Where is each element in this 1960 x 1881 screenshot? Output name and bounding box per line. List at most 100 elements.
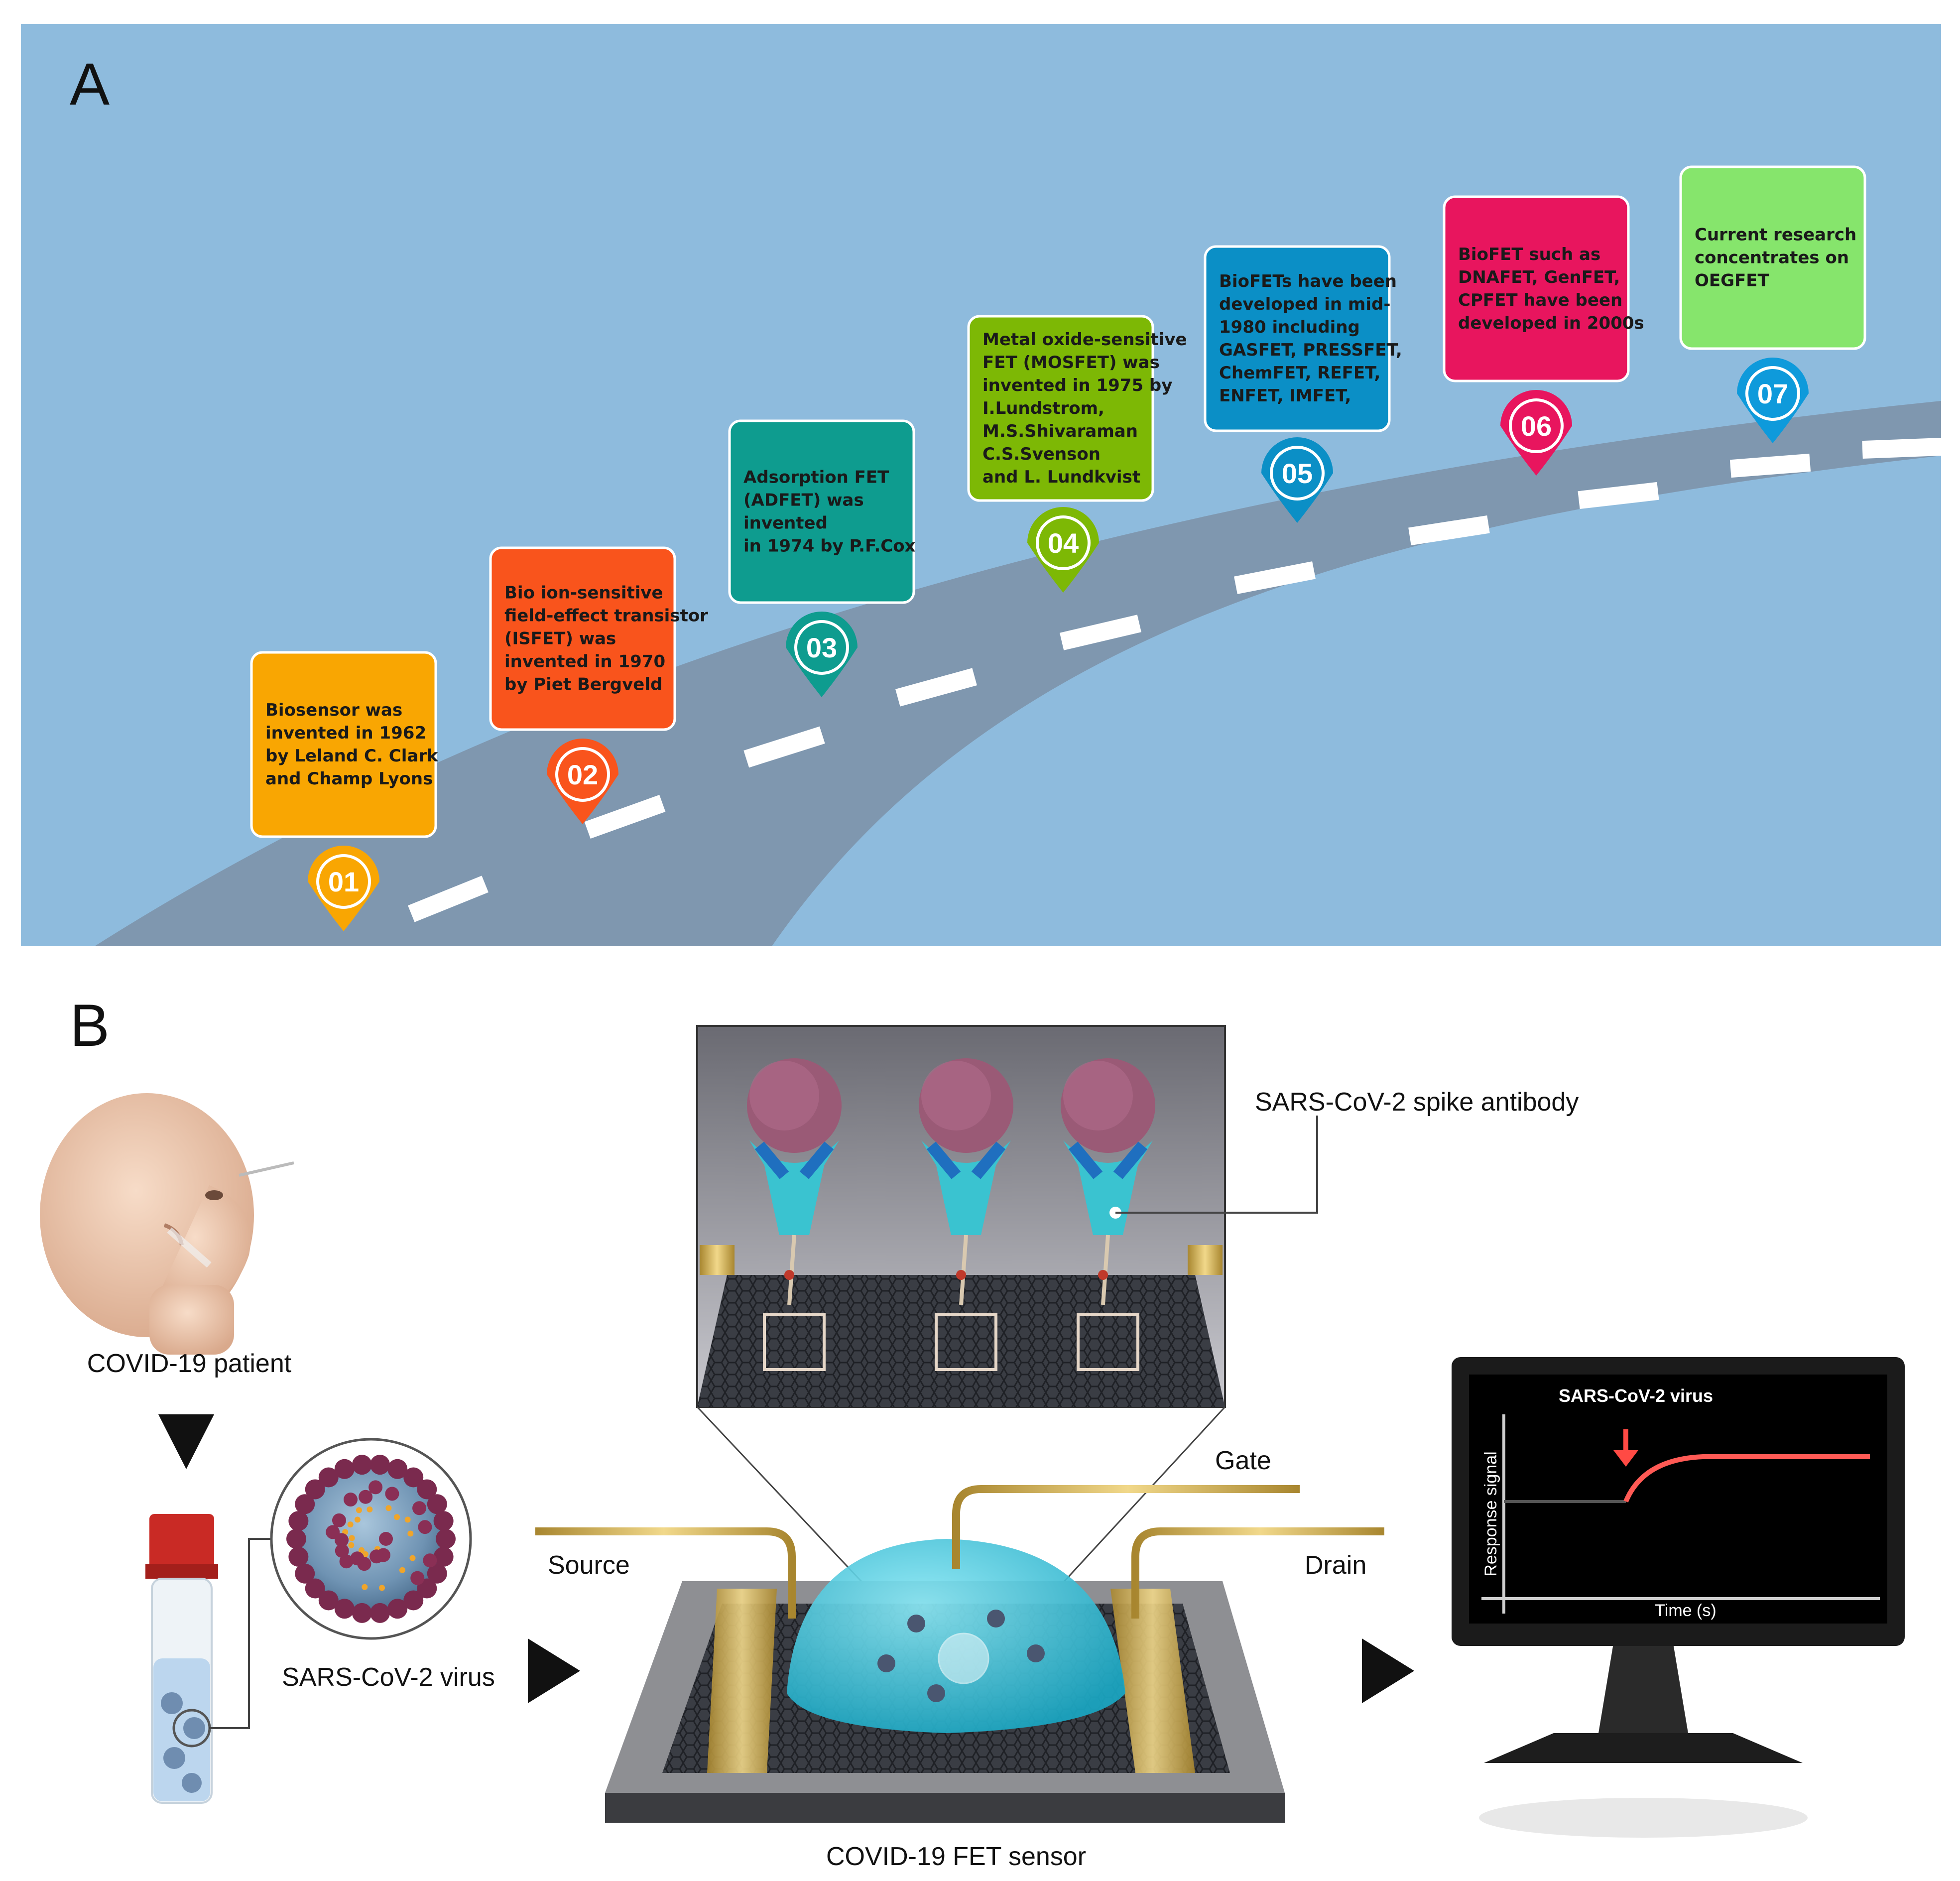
surface-dot — [404, 1516, 411, 1523]
milestone-text-line: field-effect transistor — [504, 606, 708, 626]
milestone-pin-ring — [1509, 398, 1564, 453]
road-dash — [895, 668, 977, 707]
milestone-text-line: M.S.Shivaraman — [982, 421, 1138, 441]
milestone-text-line: by Leland C. Clark — [265, 746, 439, 766]
surface-dot — [356, 1507, 362, 1513]
spike-protein — [403, 1467, 424, 1488]
milestone-box — [1679, 165, 1866, 350]
milestone-pin-ring — [316, 854, 371, 909]
milestone-text-line: OEGFET — [1695, 271, 1769, 291]
virus-highlight — [749, 1061, 819, 1130]
road — [95, 401, 1941, 946]
surface-dot — [409, 1555, 416, 1561]
milestone-text-line: and Champ Lyons — [265, 769, 433, 789]
panel-b: B COVID-19 patient — [40, 992, 1905, 1871]
milestone-text-line: Bio ion-sensitive — [504, 583, 663, 603]
antibody-fab — [1068, 1141, 1148, 1179]
sensor-label: COVID-19 FET sensor — [826, 1842, 1086, 1871]
milestone-number: 06 — [1521, 410, 1552, 442]
surface-dot — [385, 1505, 392, 1511]
virus-spikes — [286, 1455, 456, 1623]
spike-protein — [436, 1529, 456, 1549]
antibody-with-virus — [919, 1058, 1013, 1371]
spike-protein — [288, 1546, 309, 1567]
road-dash — [743, 726, 825, 768]
milestone-text-line: BioFETs have been — [1219, 271, 1397, 291]
milestone-text-line: by Piet Bergveld — [504, 675, 662, 695]
monitor-virus-label: SARS-CoV-2 virus — [1559, 1385, 1713, 1406]
spike-protein — [318, 1467, 339, 1488]
surface-dot — [349, 1535, 355, 1541]
milestone-box — [728, 419, 915, 604]
milestone-text-line: DNAFET, GenFET, — [1458, 267, 1620, 287]
surface-dot — [367, 1506, 373, 1512]
virus-highlight — [1063, 1061, 1133, 1130]
spike-protein — [335, 1533, 349, 1547]
spike-protein — [359, 1490, 373, 1504]
milestone-text-line: Adsorption FET — [743, 468, 889, 488]
road-dash — [408, 876, 489, 922]
milestone-pin-ring — [794, 620, 849, 675]
spike-protein — [326, 1525, 340, 1539]
milestone-box — [1443, 195, 1630, 382]
spike-protein — [305, 1479, 325, 1500]
monitor — [1452, 1357, 1905, 1838]
milestone-number: 02 — [567, 759, 598, 790]
spike-protein — [427, 1494, 447, 1514]
road-center-dashes — [408, 437, 1943, 922]
spike-protein — [352, 1455, 372, 1475]
spike-protein — [288, 1511, 309, 1531]
drain-label: Drain — [1305, 1551, 1366, 1580]
milestone-text-line: GASFET, PRESSFET, — [1219, 340, 1402, 360]
panel-a-label: A — [70, 51, 110, 118]
milestone-box — [250, 651, 437, 838]
spike-protein — [369, 1549, 384, 1564]
linker-atom — [1098, 1270, 1108, 1280]
spike-protein — [295, 1563, 315, 1584]
milestone-pin-icon — [786, 612, 858, 697]
sample-tube — [145, 1514, 218, 1804]
milestone-text-line: ENFET, IMFET, — [1219, 386, 1351, 406]
milestone-pin-icon — [1027, 507, 1099, 593]
road-dash — [1862, 437, 1943, 459]
spike-protein — [385, 1487, 399, 1501]
source-label: Source — [548, 1551, 630, 1580]
milestone-pin-icon — [1500, 390, 1572, 476]
surface-dot — [379, 1585, 385, 1591]
antibody-with-virus — [747, 1058, 842, 1371]
milestone-number: 05 — [1282, 458, 1313, 489]
pyrene-anchor — [935, 1313, 997, 1371]
surface-dot — [348, 1542, 355, 1548]
antibody-structures — [747, 1058, 1155, 1371]
right-arrow-icon-2 — [1362, 1638, 1414, 1703]
antibody-callout-line — [1115, 1116, 1318, 1214]
milestone-text-line: developed in 2000s — [1458, 313, 1644, 333]
road-dash — [1234, 561, 1316, 594]
milestone-number: 04 — [1048, 527, 1079, 559]
milestone-text-line: Biosensor was — [265, 700, 402, 720]
surface-dot — [399, 1567, 405, 1573]
milestone-text-line: BioFET such as — [1458, 245, 1600, 264]
milestone-text-line: C.S.Svenson — [982, 444, 1101, 464]
milestone-text-line: developed in mid- — [1219, 294, 1390, 314]
milestone-text-line: ChemFET, REFET, — [1219, 363, 1380, 383]
milestone-number: 07 — [1757, 378, 1788, 409]
milestone-text-line: invented in 1970 — [504, 652, 665, 672]
milestone-text-line: Metal oxide-sensitive — [982, 330, 1187, 350]
spike-protein — [318, 1590, 339, 1611]
surface-dot — [354, 1516, 361, 1523]
milestone-text-line: and L. Lundkvist — [982, 467, 1140, 487]
milestone-box — [1204, 245, 1391, 432]
milestone-box — [489, 546, 676, 731]
antibody-inset — [696, 1025, 1226, 1408]
milestone-text-line: (ADFET) was — [743, 491, 864, 510]
right-arrow-icon-1 — [528, 1638, 580, 1703]
linker-molecule — [787, 1235, 796, 1305]
spike-protein — [410, 1571, 425, 1585]
linker-atom — [956, 1270, 966, 1280]
